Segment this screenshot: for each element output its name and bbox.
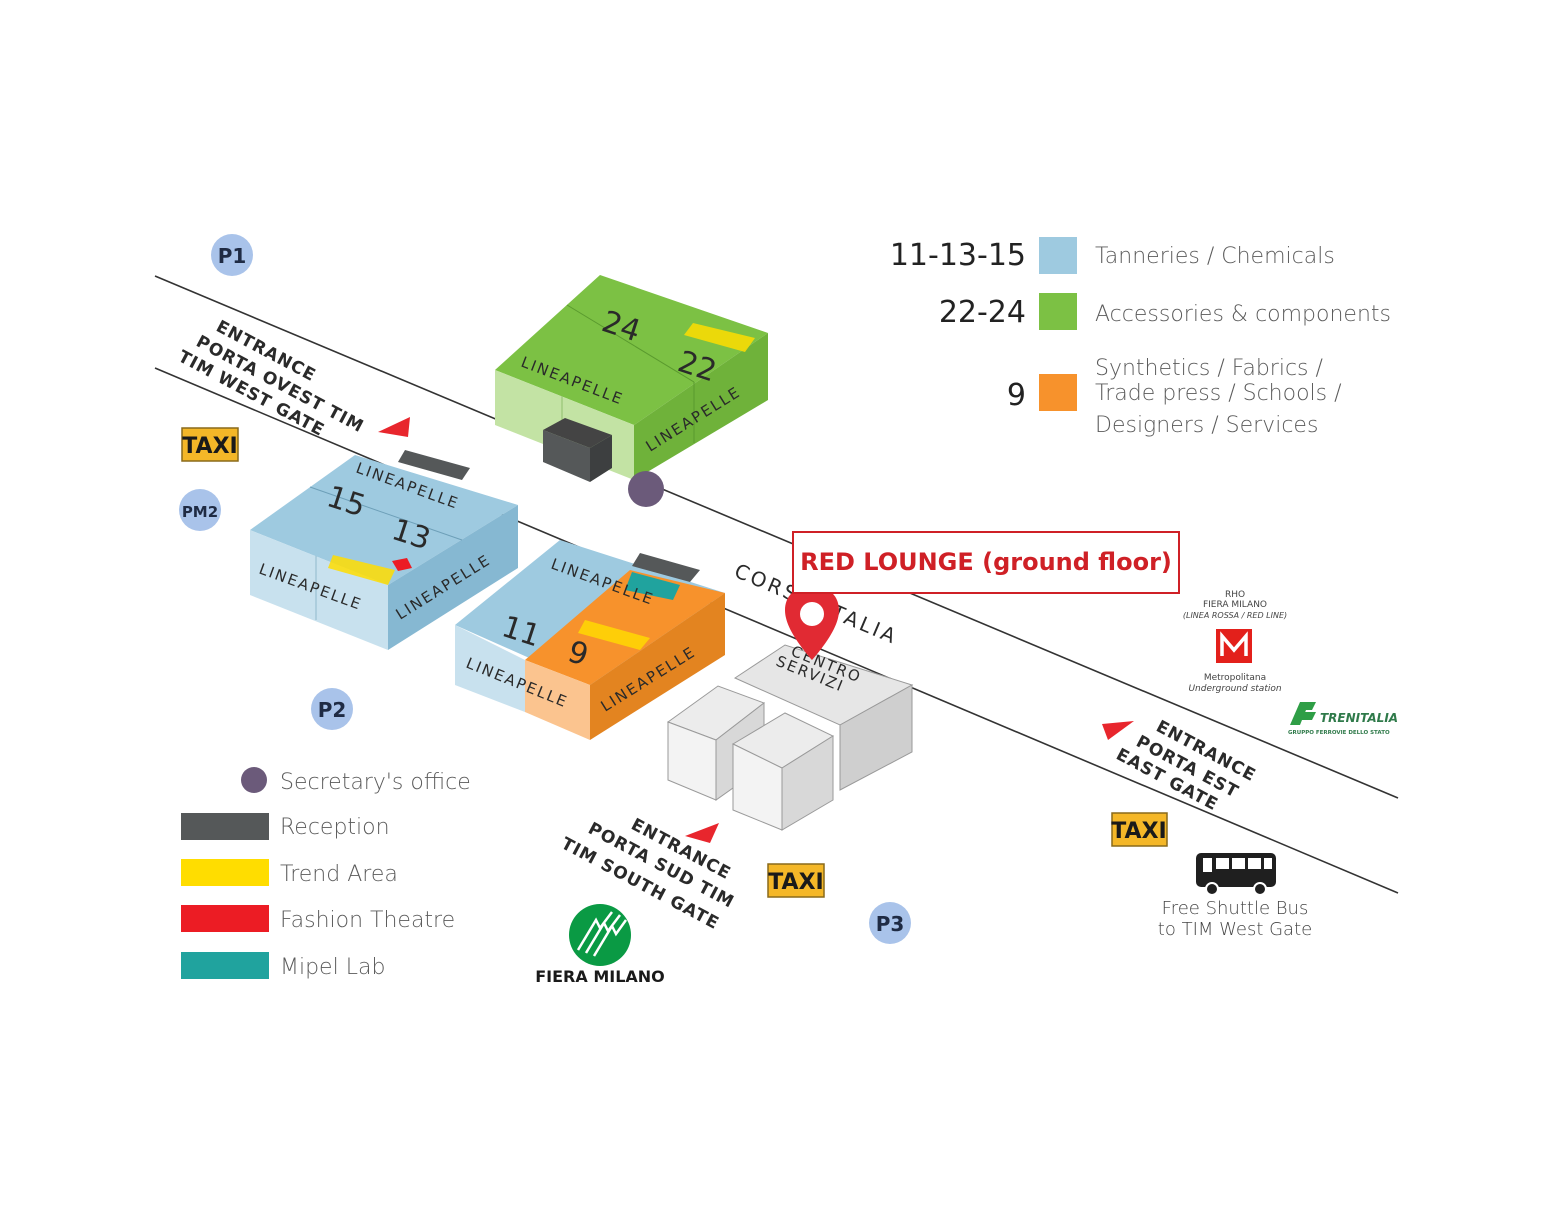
bus-icon [1196,853,1276,896]
fashion-theatre-marker [392,558,412,571]
parking-pm2[interactable]: PM2 [179,489,221,531]
legend-swatch-1 [1039,237,1077,274]
feature-label-3: Trend Area [280,862,398,887]
secretary-dot-icon [241,767,267,793]
feature-label-2: Reception [280,815,390,840]
parking-p1[interactable]: P1 [211,234,253,276]
feature-label-1: Secretary's office [280,770,471,795]
svg-text:FIERA MILANO: FIERA MILANO [535,967,665,986]
theatre-swatch-icon [181,905,269,932]
legend-text-3c: Designers / Services [1095,413,1318,438]
feature-label-4: Fashion Theatre [280,908,455,933]
legend-text-1: Tanneries / Chemicals [1095,244,1335,269]
trenitalia-logo[interactable]: TRENITALIA GRUPPO FERROVIE DELLO STATO [1288,702,1398,736]
svg-text:RHO: RHO [1225,590,1245,600]
secretary-office-marker[interactable] [628,471,664,507]
svg-text:TRENITALIA: TRENITALIA [1320,711,1398,725]
svg-text:PM2: PM2 [182,503,218,521]
roads [154,275,1399,894]
centro-servizi[interactable]: CENTRO SERVIZI [666,642,914,831]
hall-9-11[interactable]: 11 9 LINEAPELLE LINEAPELLE LINEAPELLE [455,540,725,740]
svg-text:FIERA MILANO: FIERA MILANO [1203,600,1267,610]
fiera-logo-icon [569,904,631,966]
svg-text:P3: P3 [876,912,905,936]
feature-label-5: Mipel Lab [280,955,385,980]
red-lounge-pin[interactable] [785,586,839,660]
east-gate-arrow-icon [1102,721,1134,740]
svg-text:(LINEA ROSSA / RED LINE): (LINEA ROSSA / RED LINE) [1183,611,1287,620]
fiera-milano-logo[interactable]: FIERA MILANO [535,904,665,986]
svg-text:TAXI: TAXI [1111,819,1166,844]
south-gate-arrow-icon [685,823,719,843]
svg-text:TAXI: TAXI [182,434,237,459]
parking-p2[interactable]: P2 [311,688,353,730]
shuttle-bus[interactable]: Free Shuttle Bus to TIM West Gate [1158,853,1312,940]
west-gate-label[interactable]: ENTRANCE PORTA OVEST TIM TIM WEST GATE [175,317,410,441]
mipel-swatch-icon [181,952,269,979]
legend-num-3: 9 [1007,378,1026,413]
legend-text-2: Accessories & components [1095,302,1391,327]
legend-num-1: 11-13-15 [890,238,1026,273]
trend-area-hall-13 [328,555,395,585]
trend-area-hall-9 [578,620,650,650]
reception-swatch-icon [181,813,269,840]
west-gate-arrow-icon [378,417,410,437]
svg-text:TAXI: TAXI [768,870,823,895]
hall-legend: 11-13-15 Tanneries / Chemicals 22-24 Acc… [890,237,1391,438]
feature-legend: Secretary's office Reception Trend Area … [181,767,471,980]
trend-swatch-icon [181,859,269,886]
taxi-east[interactable]: TAXI [1111,812,1168,847]
shuttle-line-1: Free Shuttle Bus [1162,898,1309,919]
metro-station[interactable]: RHO FIERA MILANO (LINEA ROSSA / RED LINE… [1183,590,1287,694]
taxi-west[interactable]: TAXI [181,427,239,462]
red-lounge-label: RED LOUNGE (ground floor) [800,548,1172,576]
taxi-south[interactable]: TAXI [767,863,825,898]
red-lounge-callout: RED LOUNGE (ground floor) [792,531,1180,594]
legend-swatch-3 [1039,374,1077,411]
parking-p3[interactable]: P3 [869,902,911,944]
svg-text:Underground station: Underground station [1188,684,1281,694]
legend-swatch-2 [1039,293,1077,330]
trend-area-hall-22 [684,323,755,352]
hall-22-24[interactable]: 24 22 LINEAPELLE LINEAPELLE [495,275,768,482]
svg-text:GRUPPO FERROVIE DELLO STATO: GRUPPO FERROVIE DELLO STATO [1288,730,1390,736]
mipel-lab-marker [625,572,680,600]
legend-text-3b: Trade press / Schools / [1095,381,1342,406]
hall-13-15[interactable]: 15 13 LINEAPELLE LINEAPELLE LINEAPELLE [250,450,518,650]
shuttle-line-2: to TIM West Gate [1158,919,1312,940]
svg-text:Metropolitana: Metropolitana [1204,673,1266,683]
legend-num-2: 22-24 [939,295,1026,330]
legend-text-3a: Synthetics / Fabrics / [1095,356,1324,381]
svg-text:P2: P2 [318,698,347,722]
svg-text:P1: P1 [218,244,247,268]
